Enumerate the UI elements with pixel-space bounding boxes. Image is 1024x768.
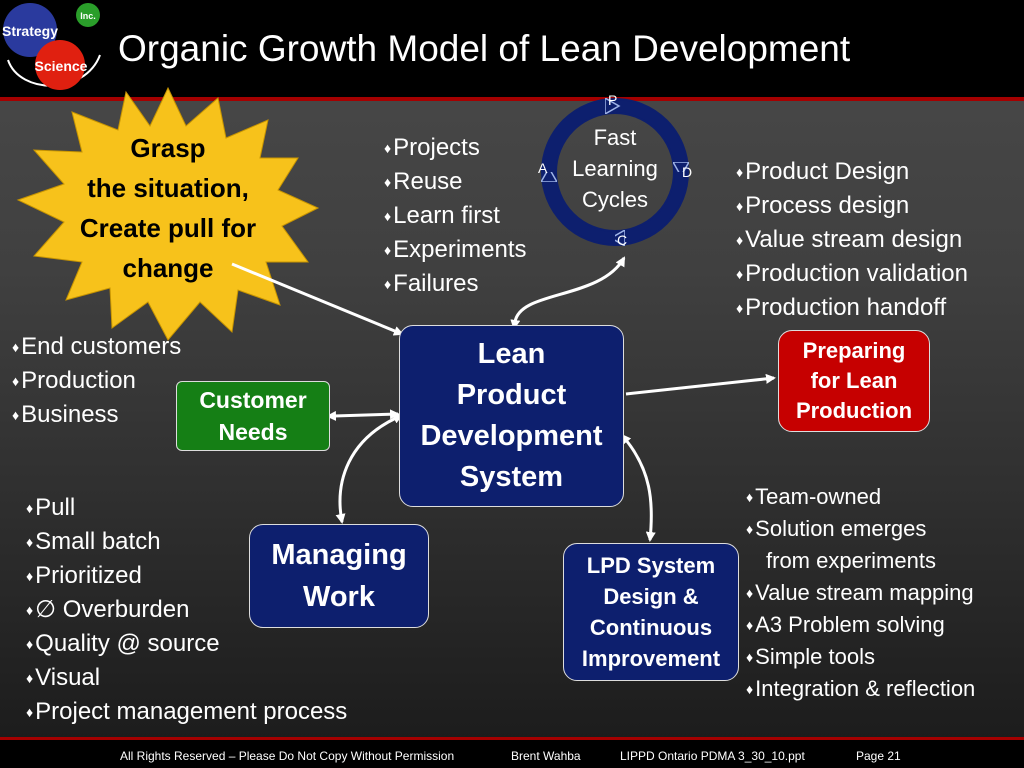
strategy-science-logo: Strategy Science Inc. <box>2 3 101 90</box>
managing-work-box: Managing Work <box>249 524 429 628</box>
pdca-center-line: Cycles <box>581 187 648 212</box>
list-item: ∅ Overburden <box>26 593 347 627</box>
top-divider <box>0 97 1024 101</box>
box-line: Work <box>303 581 375 613</box>
list-item: Value stream mapping <box>746 577 975 609</box>
projects-list: Projects Reuse Learn first Experiments F… <box>384 131 527 301</box>
box-line: for Lean <box>810 368 898 393</box>
pdca-cycle <box>549 106 681 238</box>
logo-strategy-text: Strategy <box>2 23 58 39</box>
list-item: Quality @ source <box>26 627 347 661</box>
box-line: Continuous <box>589 615 713 640</box>
starburst-line: the situation, <box>87 173 249 203</box>
starburst-line: Create pull for <box>79 213 257 243</box>
pdca-center-label: Fast Learning Cycles <box>558 122 672 215</box>
box-line: Development <box>420 420 603 452</box>
preparing-box: Preparing for Lean Production <box>778 330 930 432</box>
list-item: Process design <box>736 189 968 223</box>
product-list: Product Design Process design Value stre… <box>736 155 968 325</box>
bottom-divider <box>0 737 1024 740</box>
list-item: Production <box>12 364 181 398</box>
box-line: Customer <box>199 387 307 413</box>
list-item: Business <box>12 398 181 432</box>
list-item: End customers <box>12 330 181 364</box>
box-line: Improvement <box>581 646 721 671</box>
lpds-to-preparing-arrow <box>625 373 776 396</box>
list-item: Production handoff <box>736 291 968 325</box>
lpds-design-arrow <box>621 433 656 542</box>
footer-file: LIPPD Ontario PDMA 3_30_10.ppt <box>620 749 805 763</box>
box-line: Product <box>456 379 567 411</box>
box-line: Managing <box>271 539 407 571</box>
list-item: Projects <box>384 131 527 165</box>
list-item: Visual <box>26 661 347 695</box>
lpds-pdca-arrow <box>510 256 626 330</box>
box-line: Needs <box>218 419 288 445</box>
footer-author: Brent Wahba <box>511 749 581 763</box>
box-line: Lean <box>477 338 546 370</box>
list-item: Value stream design <box>736 223 968 257</box>
title-bar <box>0 0 1024 97</box>
list-item: Pull <box>26 491 347 525</box>
list-item: Project management process <box>26 695 347 729</box>
pdca-do-label: D <box>682 164 693 180</box>
list-item: Product Design <box>736 155 968 189</box>
page-title: Organic Growth Model of Lean Development <box>118 28 851 69</box>
list-item: Solution emerges <box>746 513 975 545</box>
box-line: Production <box>795 398 913 423</box>
customers-list: End customers Production Business <box>12 330 181 432</box>
list-item: Failures <box>384 267 527 301</box>
pdca-plan-label: P <box>608 92 618 108</box>
list-item: Reuse <box>384 165 527 199</box>
lpds-managing-arrow <box>335 414 404 524</box>
pdca-act-label: A <box>538 160 548 176</box>
list-item: Prioritized <box>26 559 347 593</box>
list-item: Experiments <box>384 233 526 267</box>
box-line: System <box>459 461 564 493</box>
lpds-box: Lean Product Development System <box>399 325 624 507</box>
list-item: Simple tools <box>746 641 975 673</box>
box-line: LPD System <box>586 553 716 578</box>
pdca-check-label: C <box>617 232 628 248</box>
list-item: A3 Problem solving <box>746 609 975 641</box>
footer-bar <box>0 740 1024 768</box>
logo-badge-text: Inc. <box>80 11 96 21</box>
list-item: Small batch <box>26 525 347 559</box>
box-line: Preparing <box>802 338 906 363</box>
list-item: Learn first <box>384 199 527 233</box>
box-line: Design & <box>603 584 699 609</box>
starburst-line: change <box>122 253 214 283</box>
starburst-line: Grasp <box>130 133 206 163</box>
list-item: Production validation <box>736 257 968 291</box>
footer-rights: All Rights Reserved – Please Do Not Copy… <box>120 749 455 763</box>
pdca-center-line: Fast <box>593 125 637 150</box>
list-item: Team-owned <box>746 481 975 513</box>
pdca-center-line: Learning <box>572 156 658 181</box>
starburst-to-lpds-arrow <box>231 262 404 336</box>
list-item: Integration & reflection <box>746 673 975 705</box>
customer-needs-box: Customer Needs <box>176 381 330 451</box>
work-list: Pull Small batch Prioritized ∅ Overburde… <box>26 491 347 729</box>
starburst-text: Grasp the situation, Create pull for cha… <box>40 128 296 288</box>
team-list: Team-owned Solution emerges from experim… <box>746 481 975 705</box>
lpds-customer-arrow <box>326 409 400 421</box>
footer-page: Page 21 <box>856 749 901 763</box>
logo-science-text: Science <box>35 58 88 74</box>
list-item: from experiments <box>766 548 936 573</box>
lpd-design-box: LPD System Design & Continuous Improveme… <box>563 543 739 681</box>
